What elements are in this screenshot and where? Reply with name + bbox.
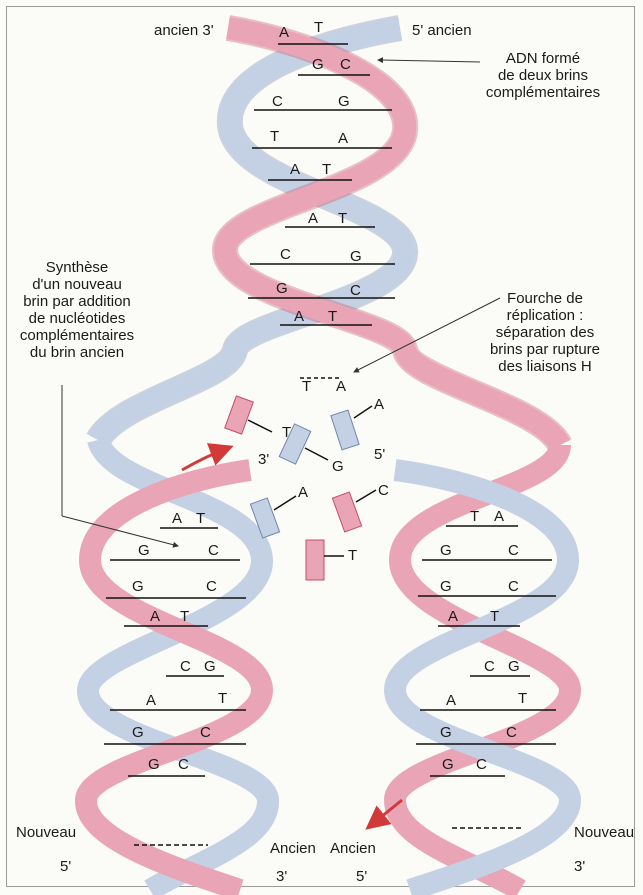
- base-letter: T: [180, 608, 190, 625]
- right-new-strand: [383, 459, 582, 895]
- base-letter: A: [336, 378, 347, 395]
- left-old-strand: [77, 435, 279, 895]
- left-daughter-helix: [75, 435, 279, 895]
- nucleotide-a2: [249, 495, 297, 539]
- figure-frame: [6, 6, 635, 887]
- base-letter: A: [146, 692, 157, 709]
- free-base-letter: T: [348, 547, 358, 564]
- base-letter: G: [508, 658, 520, 675]
- base-letter: G: [276, 280, 288, 297]
- base-letter: T: [314, 19, 324, 36]
- right-rungs: [416, 525, 556, 829]
- top-rungs: [248, 43, 395, 379]
- synthesis-arrow-top: [181, 443, 234, 472]
- parent-helix: [86, 15, 572, 453]
- right-daughter-helix: [383, 442, 582, 895]
- nucleotide-a1: [330, 405, 373, 451]
- base-letter: G: [132, 578, 144, 595]
- left-rungs: [104, 527, 246, 846]
- leader-adn: [377, 57, 481, 64]
- base-letter: G: [148, 756, 160, 773]
- base-letter: A: [290, 161, 301, 178]
- base-letter: T: [470, 508, 480, 525]
- base-letter: C: [206, 578, 217, 595]
- base-letter: A: [494, 508, 505, 525]
- label-5-ancien: 5' ancien: [412, 22, 472, 39]
- base-letter: T: [218, 690, 228, 707]
- free-base-letter: G: [332, 458, 344, 475]
- base-letter: G: [350, 248, 362, 265]
- base-letter: C: [208, 542, 219, 559]
- label-3-right: 3': [574, 858, 586, 875]
- label-fourche-note: Fourche de réplication : séparation des …: [489, 290, 601, 375]
- base-letter: T: [196, 510, 206, 527]
- free-base-letter: A: [374, 396, 385, 413]
- base-letter: A: [446, 692, 457, 709]
- base-letter: G: [132, 724, 144, 741]
- label-ancien-right: Ancien: [330, 840, 376, 857]
- base-letter: T: [322, 161, 332, 178]
- leader-synthese-h: [61, 515, 179, 548]
- base-letter: G: [312, 56, 324, 73]
- label-fork-3: 3': [258, 451, 270, 468]
- label-synthese-note: Synthèse d'un nouveau brin par addition …: [19, 259, 135, 361]
- base-letter: C: [200, 724, 211, 741]
- base-letter: G: [204, 658, 216, 675]
- base-letter: T: [270, 128, 280, 145]
- base-letter: A: [338, 130, 349, 147]
- base-letter: C: [180, 658, 191, 675]
- left-new-strand: [75, 459, 274, 895]
- label-ancien-3: ancien 3': [154, 22, 214, 39]
- base-letter: A: [172, 510, 183, 527]
- base-letter: C: [272, 93, 283, 110]
- base-letter: C: [280, 246, 291, 263]
- free-base-letter: C: [378, 482, 389, 499]
- base-letter: G: [440, 578, 452, 595]
- base-letter: T: [328, 308, 338, 325]
- base-letter: A: [150, 608, 161, 625]
- synthesis-arrow-bottom: [365, 798, 403, 830]
- free-nucleotides: [224, 395, 377, 581]
- leader-fourche: [353, 297, 501, 373]
- base-letter: T: [518, 690, 528, 707]
- label-fork-5: 5': [374, 446, 386, 463]
- right-old-strand: [383, 442, 582, 895]
- label-adn-note: ADN formé de deux brins complémentaires: [485, 50, 601, 101]
- base-letter: A: [448, 608, 459, 625]
- label-5-right: 5': [356, 868, 368, 885]
- base-letter: T: [338, 210, 348, 227]
- base-letter: G: [138, 542, 150, 559]
- nucleotide-c: [331, 489, 377, 533]
- nucleotide-g: [278, 423, 329, 465]
- base-letter: G: [440, 724, 452, 741]
- label-3-mid: 3': [276, 868, 288, 885]
- label-5-left: 5': [60, 858, 72, 875]
- base-letter: T: [302, 378, 312, 395]
- base-letter: C: [340, 56, 351, 73]
- nucleotide-t2: [305, 539, 344, 581]
- base-letter: T: [490, 608, 500, 625]
- free-base-letter: A: [298, 484, 309, 501]
- base-letter: C: [476, 756, 487, 773]
- base-letter: C: [506, 724, 517, 741]
- label-nouveau-right: Nouveau: [574, 824, 635, 841]
- label-ancien-mid: Ancien: [270, 840, 316, 857]
- base-letter: C: [350, 282, 361, 299]
- base-letter: G: [440, 542, 452, 559]
- base-letter: C: [508, 542, 519, 559]
- base-letter: C: [508, 578, 519, 595]
- base-letter: A: [308, 210, 319, 227]
- base-letter: A: [294, 308, 305, 325]
- base-letter: A: [279, 24, 290, 41]
- free-base-letter: T: [282, 424, 292, 441]
- base-letter: C: [178, 756, 189, 773]
- label-nouveau-left: Nouveau: [16, 824, 77, 841]
- base-letter: C: [484, 658, 495, 675]
- base-letter: G: [338, 93, 350, 110]
- nucleotide-t1: [224, 395, 273, 435]
- base-letter: G: [442, 756, 454, 773]
